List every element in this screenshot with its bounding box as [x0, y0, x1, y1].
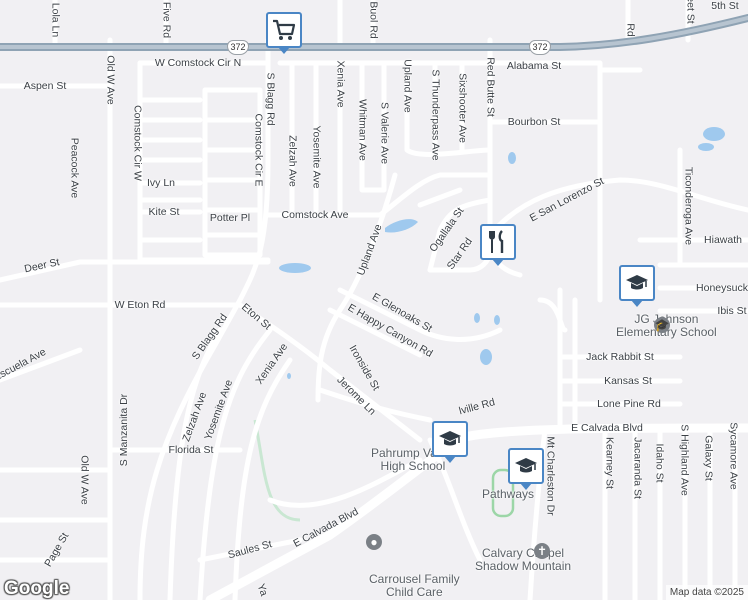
street-label: eet St	[684, 0, 697, 24]
street-label: Five Rd	[160, 1, 173, 39]
street-label: Old W Ave	[78, 455, 91, 505]
school-icon	[513, 454, 539, 478]
street-label: Alabama St	[506, 59, 562, 72]
street-label: Hiawath	[704, 233, 742, 246]
church-icon: ✝	[534, 543, 550, 559]
street-label: S Highland Ave	[678, 424, 691, 496]
school-place-icon: 🎓	[654, 317, 670, 333]
map-attribution[interactable]: Map data ©2025	[665, 585, 748, 600]
street-label: Ivy Ln	[146, 176, 176, 189]
street-label: S Blagg Rd	[264, 72, 277, 126]
highway-shield-west: 372	[227, 40, 249, 55]
street-label: Rd	[624, 23, 637, 37]
place-pin-icon: ●	[366, 534, 382, 550]
street-label: Comstock Cir W	[131, 105, 144, 181]
school-icon	[624, 271, 650, 295]
street-label: Old W Ave	[104, 55, 117, 105]
highway-shield-east: 372	[529, 40, 551, 55]
street-label: Jack Rabbit St	[586, 350, 654, 363]
street-label: 5th St	[711, 0, 739, 12]
street-label: Kearney St	[603, 437, 616, 489]
street-label: Xenia Ave	[334, 60, 347, 108]
street-label: Honeysuck	[696, 281, 748, 294]
street-label: Red Butte St	[484, 57, 497, 117]
google-logo: Google	[4, 578, 70, 599]
street-label: S Valerie Ave	[378, 101, 391, 165]
street-label: Sixshooter Ave	[456, 73, 469, 143]
school-marker-pahrump-valley[interactable]	[432, 421, 468, 463]
street-label: W Comstock Cir N	[154, 56, 242, 69]
street-label: Aspen St	[23, 79, 67, 92]
street-label: W Eton Rd	[114, 298, 166, 311]
street-label: Upland Ave	[401, 59, 414, 113]
street-label: Ticonderoga Ave	[682, 166, 695, 246]
place-label[interactable]: Pathways	[482, 487, 535, 501]
street-label: Galaxy St	[702, 435, 715, 481]
street-label: Comstock Ave	[281, 208, 349, 221]
street-label: Mt Charleston Dr	[544, 436, 557, 516]
shopping-cart-icon	[271, 17, 297, 43]
school-icon	[437, 427, 463, 451]
street-label: Bourbon St	[507, 115, 561, 128]
street-label: S Manzanita Dr	[117, 393, 130, 467]
school-marker-jg-johnson[interactable]	[619, 265, 655, 307]
street-label: Idaho St	[653, 443, 666, 483]
street-label: Florida St	[168, 443, 214, 456]
street-label: Sycamore Ave	[727, 422, 740, 490]
street-label: Jacaranda St	[631, 437, 644, 499]
restaurant-marker[interactable]	[480, 224, 516, 266]
street-label: Peacock Ave	[68, 137, 81, 199]
street-label: Ibis St	[717, 304, 747, 317]
street-label: E Calvada Blvd	[571, 421, 643, 434]
street-label: Kite St	[148, 205, 180, 218]
street-label: Buol Rd	[367, 1, 380, 39]
street-label: Zelzah Ave	[286, 135, 299, 187]
restaurant-icon	[486, 229, 510, 255]
school-marker-pathways[interactable]	[508, 448, 544, 490]
street-label: Yosemite Ave	[310, 125, 323, 189]
street-label: Comstock Cir E	[252, 113, 265, 187]
shopping-marker[interactable]	[266, 12, 302, 54]
street-label: S Thunderpass Ave	[429, 69, 442, 161]
street-label: Potter Pl	[209, 211, 251, 224]
street-label: Lone Pine Rd	[597, 397, 661, 410]
street-label: Lola Ln	[49, 2, 62, 38]
street-label: Whitman Ave	[356, 99, 369, 161]
street-label: Kansas St	[604, 374, 652, 387]
